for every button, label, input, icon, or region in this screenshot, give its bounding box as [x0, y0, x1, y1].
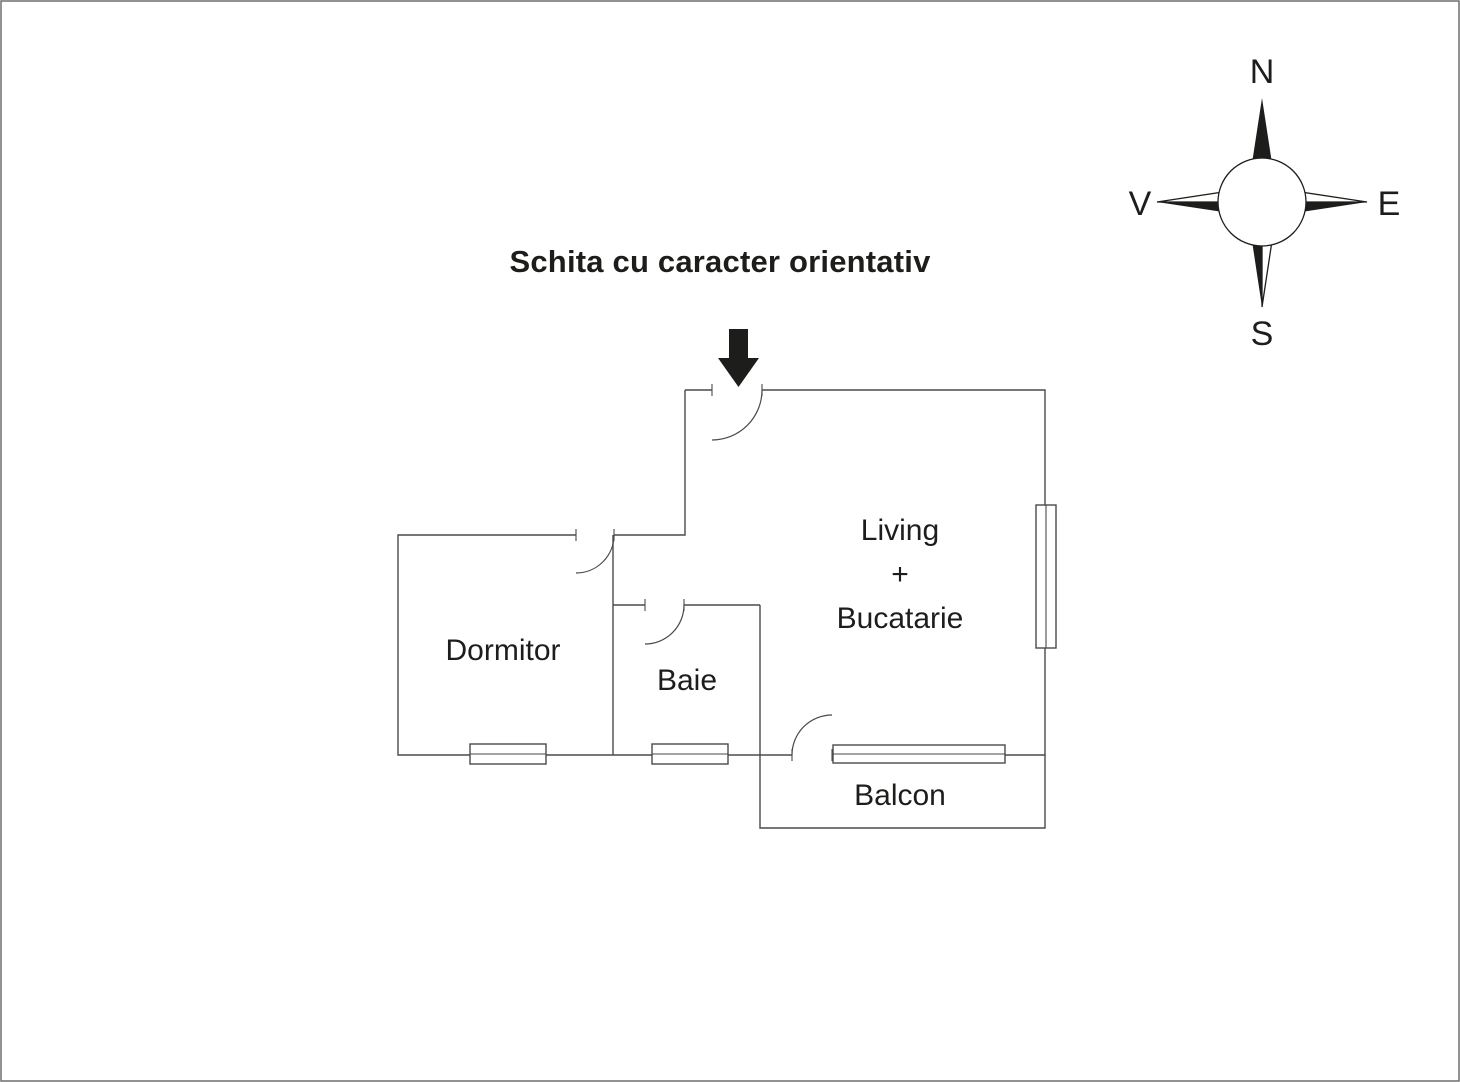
balcony-door-arc: [791, 714, 833, 756]
room-label-baie: Baie: [657, 664, 717, 697]
room-label-dormitor: Dormitor: [445, 634, 560, 667]
room-label-living-line1: Living: [861, 514, 939, 547]
compass-rose: N E S V: [1129, 53, 1401, 353]
room-label-living-line3: Bucatarie: [837, 602, 964, 635]
compass-center-circle: [1217, 157, 1307, 247]
compass-label-west: V: [1129, 185, 1152, 223]
baie-door-arc: [644, 604, 685, 645]
plan-title: Schita cu caracter orientativ: [509, 244, 931, 279]
entrance-arrow-icon: [718, 329, 759, 387]
room-label-balcon: Balcon: [854, 779, 946, 812]
compass-label-north: N: [1250, 53, 1275, 91]
compass-label-east: E: [1378, 185, 1401, 223]
room-label-living-line2: +: [891, 558, 909, 591]
compass-label-south: S: [1251, 315, 1274, 353]
windows: [469, 504, 1057, 765]
dormitor-door-arc: [575, 534, 615, 574]
door-jambs: [575, 384, 833, 761]
entrance-door-arc: [711, 389, 763, 441]
